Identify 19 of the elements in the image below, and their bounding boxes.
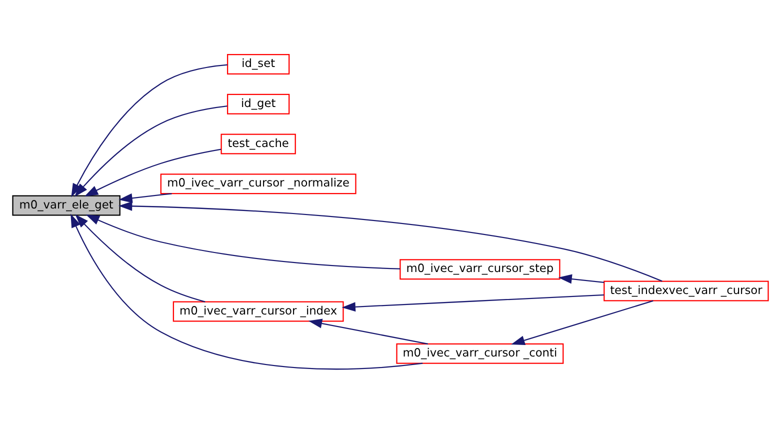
arrow [511, 300, 654, 345]
node-box: m0_varr_ele_get [12, 194, 120, 216]
arrow [86, 214, 400, 269]
arrow [342, 294, 604, 312]
node-box: m0_ivec_varr_cursor _index [172, 300, 344, 322]
node-box: m0_ivec_varr_cursor_step [400, 258, 560, 280]
arrow [118, 192, 172, 202]
arrow [70, 213, 423, 370]
arrow [558, 274, 604, 284]
node-box: test_indexvec_varr _cursor [604, 280, 769, 301]
arrow [75, 214, 206, 302]
arrow [84, 148, 222, 196]
node-box: test_cache [220, 133, 296, 154]
node-box: m0_ivec_varr_cursor _normalize [160, 173, 356, 194]
node-box: id_set [227, 54, 290, 74]
arrow [308, 318, 428, 344]
node-box: id_get [227, 93, 290, 114]
arrow [74, 105, 228, 196]
node-box: m0_ivec_varr_cursor _conti [396, 342, 564, 364]
